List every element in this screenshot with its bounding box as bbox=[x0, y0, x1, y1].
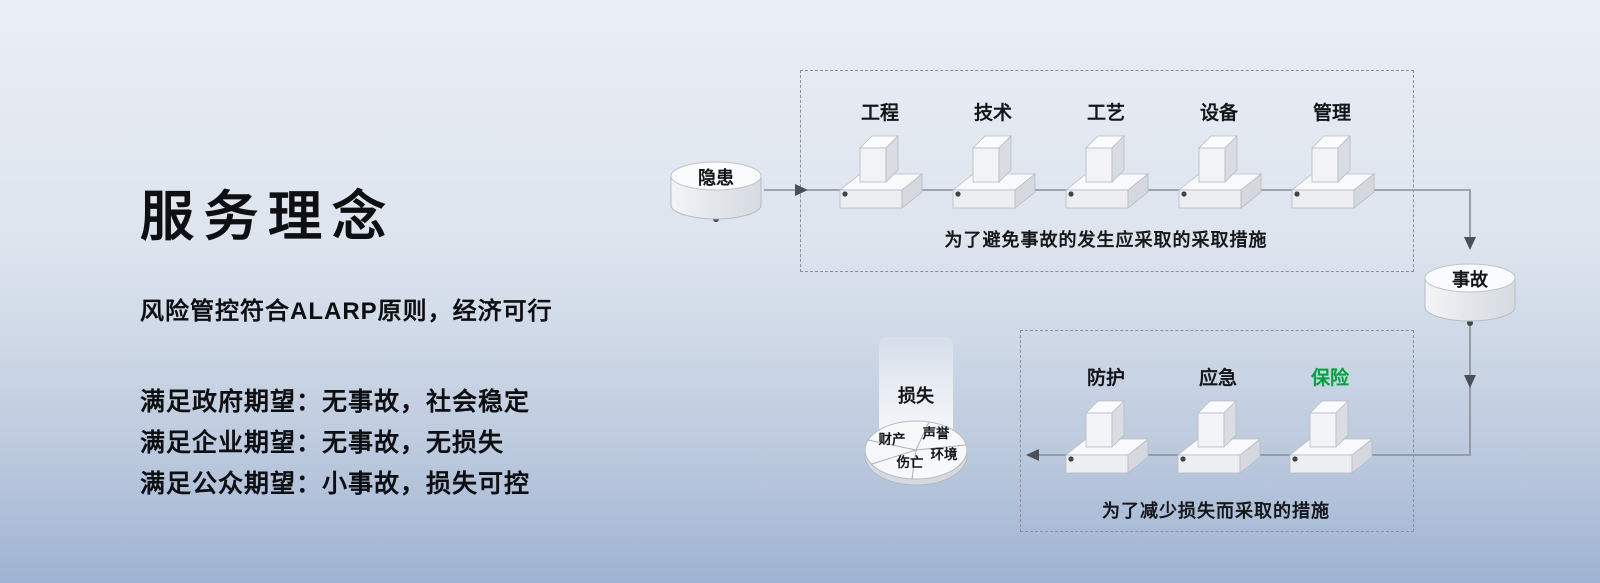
hazard-label: 隐患 bbox=[698, 168, 734, 188]
barrier-protection: 防护 bbox=[1058, 367, 1154, 485]
loss-label: 损失 bbox=[898, 386, 934, 406]
intro-panel: 服务理念 风险管控符合ALARP原则，经济可行 满足政府期望：无事故，社会稳定 … bbox=[140, 172, 553, 505]
bullet-enterprise: 满足企业期望：无事故，无损失 bbox=[140, 429, 505, 457]
pie-icon bbox=[864, 420, 968, 486]
barrier-emergency: 应急 bbox=[1170, 367, 1266, 485]
subtitle: 风险管控符合ALARP原则，经济可行 bbox=[140, 298, 553, 325]
barrier-engineering: 工程 bbox=[832, 102, 928, 220]
barrier-icon bbox=[1064, 400, 1150, 474]
loss-segment-property: 财产 bbox=[878, 432, 906, 447]
hazard-node: 隐患 bbox=[668, 159, 764, 223]
barrier-label: 工程 bbox=[860, 103, 899, 124]
page-title: 服务理念 bbox=[140, 187, 396, 247]
barrier-label: 设备 bbox=[1199, 103, 1238, 124]
barrier-process: 工艺 bbox=[1058, 102, 1154, 220]
loss-highlight-band bbox=[879, 337, 953, 435]
cylinder-icon bbox=[1424, 263, 1516, 322]
mitigation-caption: 为了减少损失而采取的措施 bbox=[1102, 501, 1330, 521]
barrier-label: 技术 bbox=[973, 103, 1012, 124]
arrow-right-icon bbox=[795, 184, 808, 196]
barrier-label: 管理 bbox=[1312, 103, 1351, 124]
bullet-public: 满足公众期望：小事故，损失可控 bbox=[140, 470, 531, 498]
loss-segment-environment: 环境 bbox=[930, 447, 958, 462]
arrow-left-icon bbox=[1026, 449, 1039, 461]
bullet-government: 满足政府期望：无事故，社会稳定 bbox=[140, 388, 531, 416]
barrier-icon bbox=[1290, 135, 1376, 209]
barrier-management: 管理 bbox=[1284, 102, 1380, 220]
barrier-technology: 技术 bbox=[945, 102, 1041, 220]
barrier-icon bbox=[951, 135, 1037, 209]
arrow-down-icon bbox=[1464, 375, 1476, 388]
barrier-icon bbox=[1064, 135, 1150, 209]
insurance-label: 保险 bbox=[1310, 368, 1349, 389]
mitigation-box bbox=[1020, 330, 1414, 532]
barrier-label: 防护 bbox=[1086, 368, 1125, 389]
accident-label: 事故 bbox=[1452, 270, 1488, 290]
cylinder-icon bbox=[670, 161, 762, 220]
barrier-icon bbox=[1176, 400, 1262, 474]
barrier-label: 保险 bbox=[1282, 367, 1378, 393]
barrier-icon bbox=[1288, 400, 1374, 474]
barrier-label: 工艺 bbox=[1086, 103, 1125, 124]
barrier-equipment: 设备 bbox=[1171, 102, 1267, 220]
barrier-icon bbox=[838, 135, 924, 209]
prevention-caption: 为了避免事故的发生应采取的采取措施 bbox=[944, 230, 1268, 250]
loss-node: 财产 声誉 伤亡 环境 bbox=[862, 410, 970, 494]
barrier-label: 应急 bbox=[1198, 368, 1237, 389]
barrier-insurance: 保险 bbox=[1282, 367, 1378, 485]
barrier-icon bbox=[1177, 135, 1263, 209]
loss-segment-casualty: 伤亡 bbox=[896, 455, 924, 470]
accident-node: 事故 bbox=[1422, 261, 1518, 325]
loss-segment-reputation: 声誉 bbox=[922, 426, 950, 441]
prevention-box bbox=[800, 70, 1414, 272]
arrow-down-icon bbox=[1464, 237, 1476, 250]
expectation-list: 满足政府期望：无事故，社会稳定 满足企业期望：无事故，无损失 满足公众期望：小事… bbox=[140, 382, 553, 505]
